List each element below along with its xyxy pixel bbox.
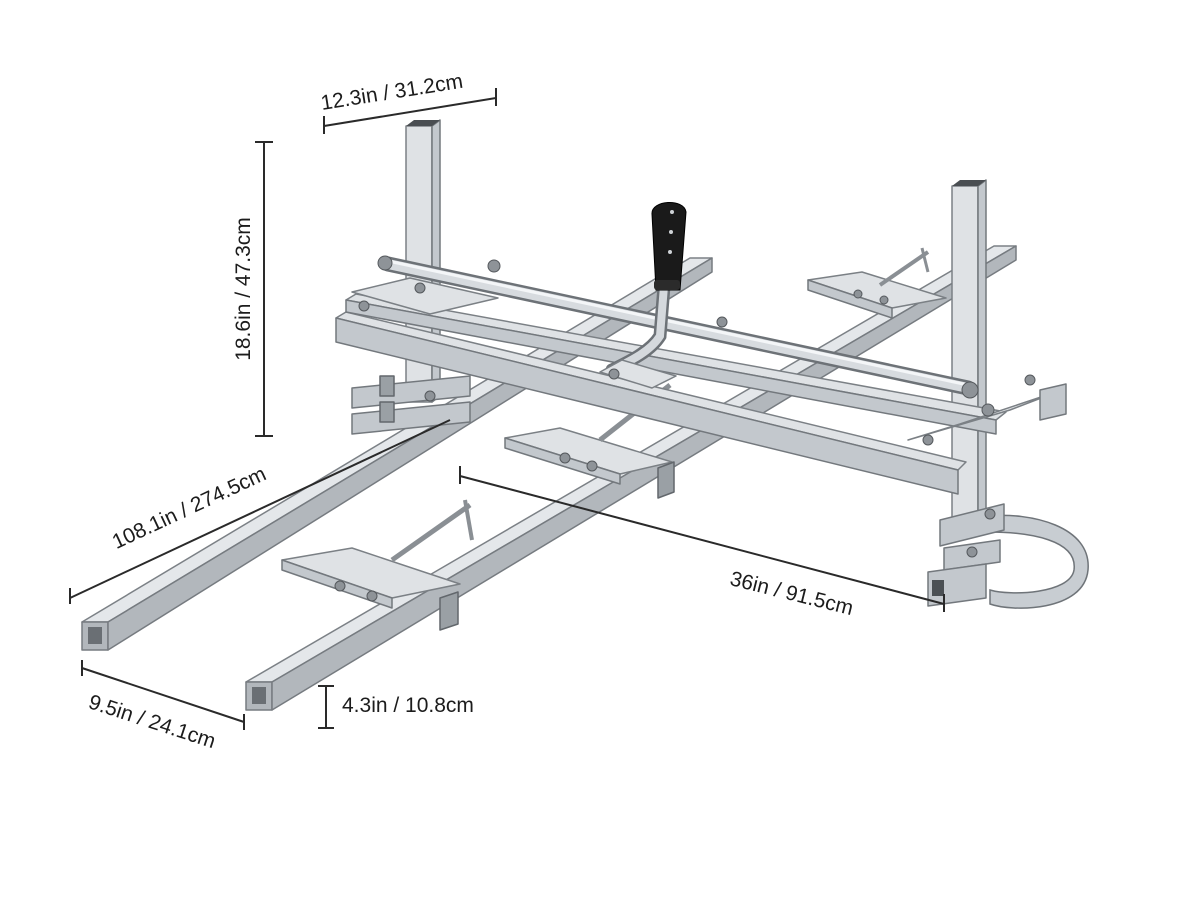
left-end-plate [351, 277, 499, 315]
rail-bracket-front [281, 499, 474, 631]
dimension-rail-spacing [81, 660, 245, 730]
right-post [939, 179, 1005, 547]
guide-tube [377, 255, 995, 417]
top-width-label: 12.3in / 31.2cm [319, 70, 464, 115]
rail-height-label: 4.3in / 10.8cm [342, 694, 474, 717]
dimension-rail-length [69, 419, 451, 604]
dimension-rail-height [318, 685, 334, 729]
rear-crossbeam [345, 293, 1007, 435]
rail-bracket-back [807, 247, 947, 319]
post-height-label: 18.6in / 47.3cm [232, 217, 255, 361]
dimension-post-height [255, 141, 273, 437]
dimension-bar-width [459, 466, 945, 612]
lift-handle [599, 279, 728, 389]
rail-spacing-label: 9.5in / 24.1cm [86, 691, 219, 754]
dimension-top-width [323, 88, 497, 134]
handle-grip [651, 202, 687, 291]
front-crossbeam [335, 311, 967, 495]
left-clamp [351, 375, 471, 435]
right-end-plate [907, 374, 1067, 446]
right-clamp [927, 514, 1089, 609]
